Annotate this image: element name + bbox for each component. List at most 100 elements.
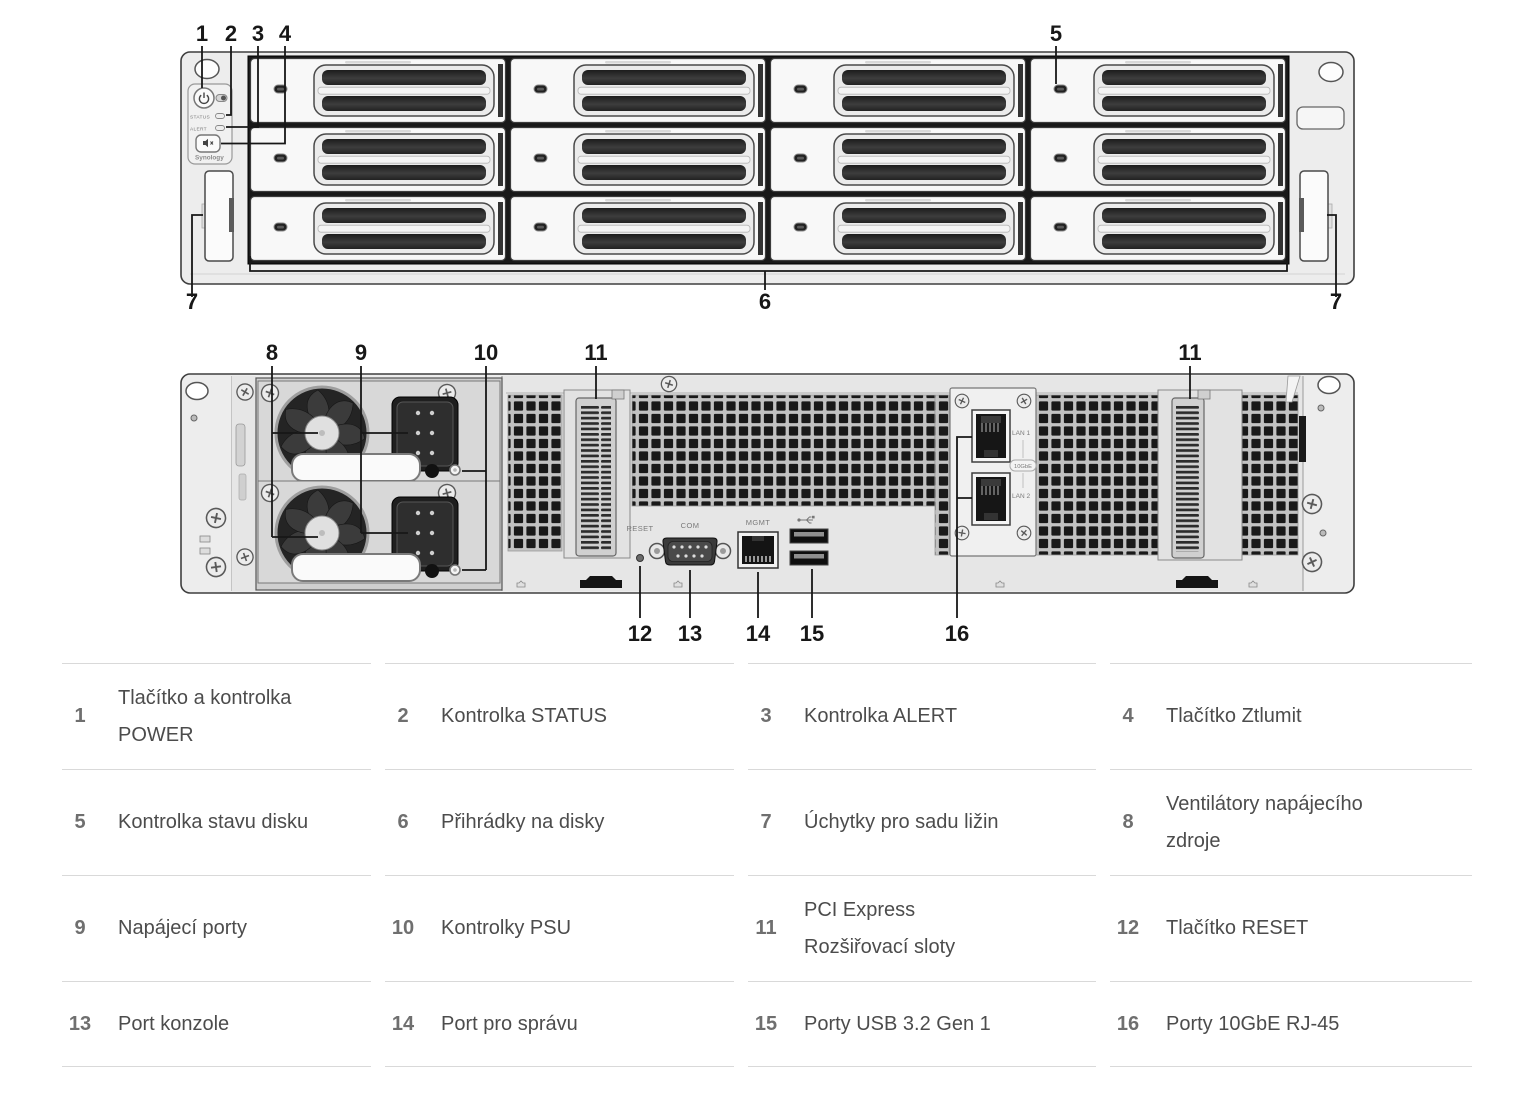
- drive-tray: [769, 126, 1027, 193]
- drive-tray: [509, 57, 767, 124]
- legend-item: 16 Porty 10GbE RJ-45: [1110, 981, 1472, 1066]
- power-button: [193, 87, 215, 109]
- ear-slot: [1299, 416, 1306, 462]
- legend-item-label: PCI Express Rozšiřovací sloty: [804, 898, 956, 958]
- lan1-label: LAN 1: [1012, 430, 1030, 437]
- callout-10: 10: [474, 340, 498, 365]
- callout-line-4: [221, 46, 286, 145]
- callout-line-6: [249, 256, 1288, 272]
- lan2-label: LAN 2: [1012, 493, 1030, 500]
- legend-row: 1 Tlačítko a kontrolka POWER 2 Kontrolka…: [62, 663, 1472, 769]
- legend-item: 14 Port pro správu: [385, 981, 734, 1066]
- psu-bay: [255, 377, 503, 591]
- drive-tray: [1029, 57, 1287, 124]
- legend-item-label: Úchytky pro sadu ližin: [804, 811, 999, 833]
- callout-line-10: [462, 366, 487, 571]
- legend-item: 8 Ventilátory napájecího zdroje: [1110, 769, 1472, 875]
- legend-item: 9 Napájecí porty: [62, 875, 371, 981]
- legend-item: 3 Kontrolka ALERT: [748, 663, 1096, 769]
- legend-item-label: Kontrolka stavu disku: [118, 811, 309, 833]
- callout-line-16: [956, 436, 972, 618]
- callout-2: 2: [225, 21, 237, 46]
- expansion-slot-right: [1157, 389, 1243, 561]
- alert-label: ALERT: [190, 127, 207, 133]
- management-port: [737, 531, 779, 569]
- callout-9: 9: [355, 340, 367, 365]
- callout-1: 1: [196, 21, 208, 46]
- lan2-port: [971, 472, 1011, 526]
- reset-button-hole: [636, 554, 644, 562]
- callout-13: 13: [678, 621, 702, 646]
- legend-item-number: 14: [391, 1012, 415, 1035]
- legend-item-label: Kontrolky PSU: [441, 917, 572, 939]
- brand-logo: Synology: [195, 155, 224, 162]
- callout-15: 15: [800, 621, 824, 646]
- drive-tray: [1029, 195, 1287, 262]
- legend-item: 1 Tlačítko a kontrolka POWER: [62, 663, 371, 769]
- speed-badge: 10GbE: [1009, 459, 1037, 472]
- callout-12: 12: [628, 621, 652, 646]
- usb-icon: [797, 515, 815, 524]
- legend-item-label: Přihrádky na disky: [441, 811, 605, 833]
- mgmt-label: MGMT: [746, 518, 771, 527]
- callout-11-right: 11: [1178, 340, 1201, 365]
- legend-bottom-border: [62, 1066, 1472, 1067]
- callout-4: 4: [279, 21, 292, 46]
- legend-item-number: 8: [1122, 811, 1134, 833]
- svg-text:10GbE: 10GbE: [1014, 464, 1032, 470]
- vent-grille: [507, 394, 1299, 556]
- legend-item: 6 Přihrádky na disky: [385, 769, 734, 875]
- legend-item-number: 6: [397, 811, 409, 833]
- legend-item-number: 2: [397, 705, 409, 727]
- legend-item: 13 Port konzole: [62, 981, 371, 1066]
- callout-line-8: [271, 366, 318, 538]
- legend-item-number: 3: [760, 705, 772, 727]
- legend-row: 13 Port konzole 14 Port pro správu 15 Po…: [62, 981, 1472, 1066]
- callout-line-7-left: [191, 214, 203, 297]
- callout-line-2: [226, 46, 232, 116]
- legend-item-label: Ventilátory napájecího zdroje: [1166, 792, 1363, 852]
- callout-line-9: [360, 366, 408, 534]
- legend-item-number: 13: [68, 1012, 92, 1035]
- legend-item: 5 Kontrolka stavu disku: [62, 769, 371, 875]
- drive-tray: [769, 195, 1027, 262]
- drive-tray: [249, 57, 507, 124]
- psu-top: [258, 381, 500, 483]
- drive-tray: [249, 195, 507, 262]
- legend-item-label: Port konzole: [118, 1012, 230, 1035]
- legend-item-number: 4: [1122, 705, 1134, 727]
- legend-item: 11 PCI Express Rozšiřovací sloty: [748, 875, 1096, 981]
- legend-item: 12 Tlačítko RESET: [1110, 875, 1472, 981]
- usb-ports: [789, 528, 829, 566]
- power-icon: [198, 92, 210, 105]
- callout-14: 14: [746, 621, 771, 646]
- power-led: [215, 94, 228, 102]
- legend-item-label: Tlačítko RESET: [1166, 917, 1309, 939]
- drive-tray: [769, 57, 1027, 124]
- front-view-illustration: STATUS ALERT Synology 1 2 3 4 5 6 7 7: [180, 21, 1355, 314]
- status-led: [215, 113, 225, 119]
- rack-ear-hole: [1318, 61, 1344, 83]
- legend-item: 7 Úchytky pro sadu ližin: [748, 769, 1096, 875]
- mute-icon: [203, 138, 214, 148]
- expansion-slot-left: [563, 389, 631, 559]
- legend-item: 15 Porty USB 3.2 Gen 1: [748, 981, 1096, 1066]
- callout-3: 3: [252, 21, 264, 46]
- psu-bottom: [258, 481, 500, 583]
- callout-7-left: 7: [186, 289, 198, 314]
- legend-item: 2 Kontrolka STATUS: [385, 663, 734, 769]
- callout-16: 16: [945, 621, 969, 646]
- lan-card: LAN 1 10GbE LAN 2: [949, 387, 1037, 557]
- legend-item-label: Porty 10GbE RJ-45: [1166, 1012, 1340, 1035]
- legend-item-number: 5: [74, 811, 86, 833]
- reset-label: RESET: [626, 524, 653, 533]
- legend-item-number: 16: [1116, 1012, 1140, 1035]
- lan1-port: [971, 409, 1011, 463]
- legend-item-number: 7: [760, 811, 772, 833]
- legend-item-label: Porty USB 3.2 Gen 1: [804, 1012, 991, 1035]
- rack-ear-recess: [1296, 106, 1345, 130]
- drive-tray: [509, 195, 767, 262]
- rack-ear-hole: [194, 58, 220, 80]
- drive-tray: [509, 126, 767, 193]
